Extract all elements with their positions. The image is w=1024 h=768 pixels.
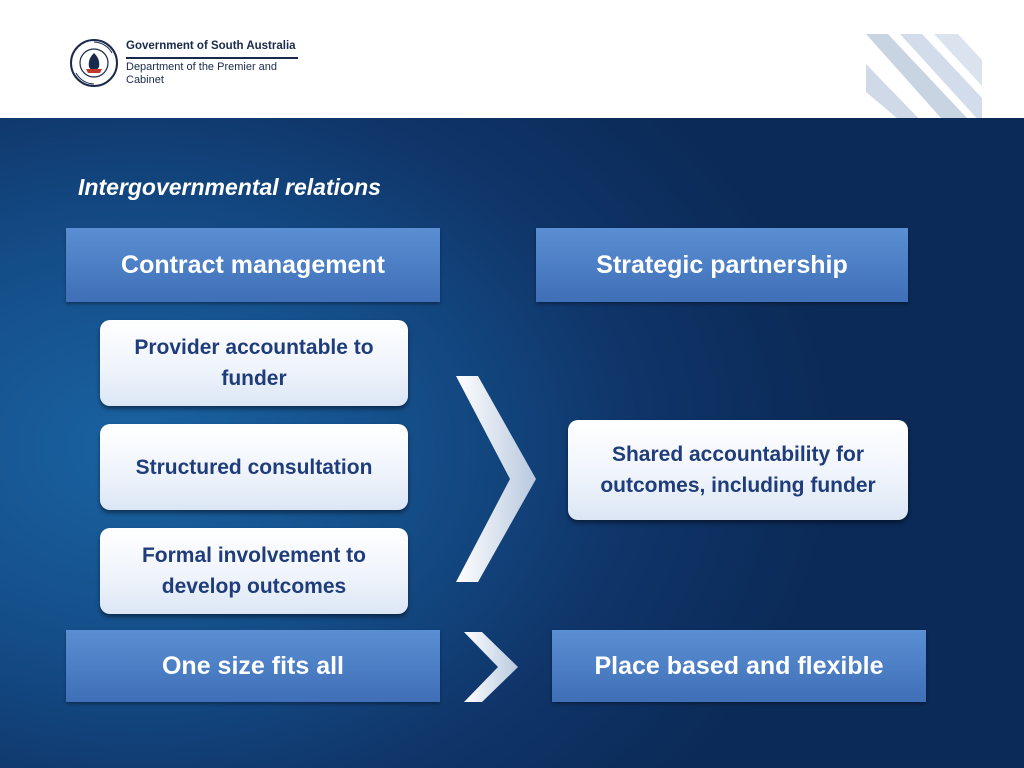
heading-contract-management: Contract management (66, 228, 440, 302)
card-formal-involvement: Formal involvement to develop outcomes (100, 528, 408, 614)
card-structured-consultation: Structured consultation (100, 424, 408, 510)
org-divider (126, 57, 298, 59)
header: Government of South Australia Department… (0, 0, 1024, 190)
heading-strategic-partnership: Strategic partnership (536, 228, 908, 302)
card-shared-accountability: Shared accountability for outcomes, incl… (568, 420, 908, 520)
org-name: Government of South Australia (126, 40, 296, 52)
large-chevron-arrow-icon (456, 376, 536, 582)
slide-title: Intergovernmental relations (78, 174, 381, 200)
card-provider-accountable: Provider accountable to funder (100, 320, 408, 406)
state-seal-logo (70, 39, 118, 87)
small-chevron-arrow-icon (464, 632, 518, 702)
bottom-place-based-flexible: Place based and flexible (552, 630, 926, 702)
bottom-one-size-fits-all: One size fits all (66, 630, 440, 702)
department-name: Department of the Premier and Cabinet (126, 61, 278, 86)
